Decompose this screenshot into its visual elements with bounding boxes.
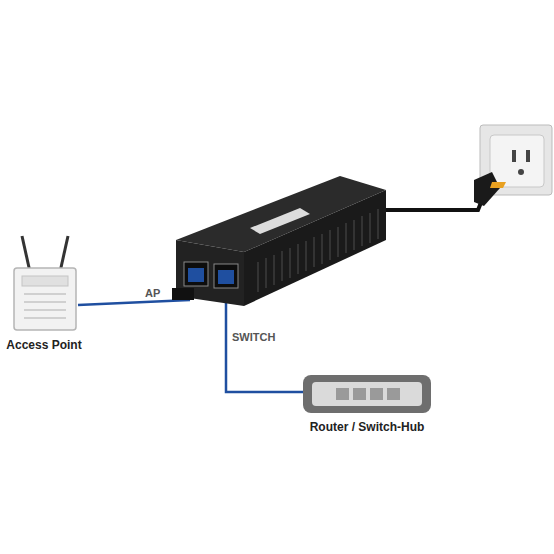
outlet-ground xyxy=(518,169,524,175)
access-point-node: Access Point xyxy=(4,232,84,352)
router-node: Router / Switch-Hub xyxy=(300,374,434,434)
node-label: Router / Switch-Hub xyxy=(300,420,434,434)
router-icon xyxy=(302,374,432,414)
power-cord xyxy=(384,200,482,210)
rj45-plug xyxy=(188,268,204,282)
injector-side xyxy=(244,190,386,306)
switch-cable xyxy=(226,292,304,392)
ap-cable xyxy=(78,300,190,305)
rj45-port xyxy=(214,264,238,288)
outlet-slot xyxy=(526,150,530,162)
outlet-plate xyxy=(490,135,544,187)
cable-boot xyxy=(172,288,194,300)
injector-sticker xyxy=(250,208,310,234)
access-point-icon xyxy=(8,232,80,332)
rj45-port xyxy=(184,262,208,286)
port-label: SWITCH xyxy=(231,331,276,343)
power-plug xyxy=(474,172,500,206)
outlet-slot xyxy=(512,150,516,162)
port-label: AP xyxy=(144,287,161,299)
node-label: Access Point xyxy=(4,338,84,352)
rj45-plug xyxy=(218,270,234,284)
plug-arrow xyxy=(490,182,506,188)
